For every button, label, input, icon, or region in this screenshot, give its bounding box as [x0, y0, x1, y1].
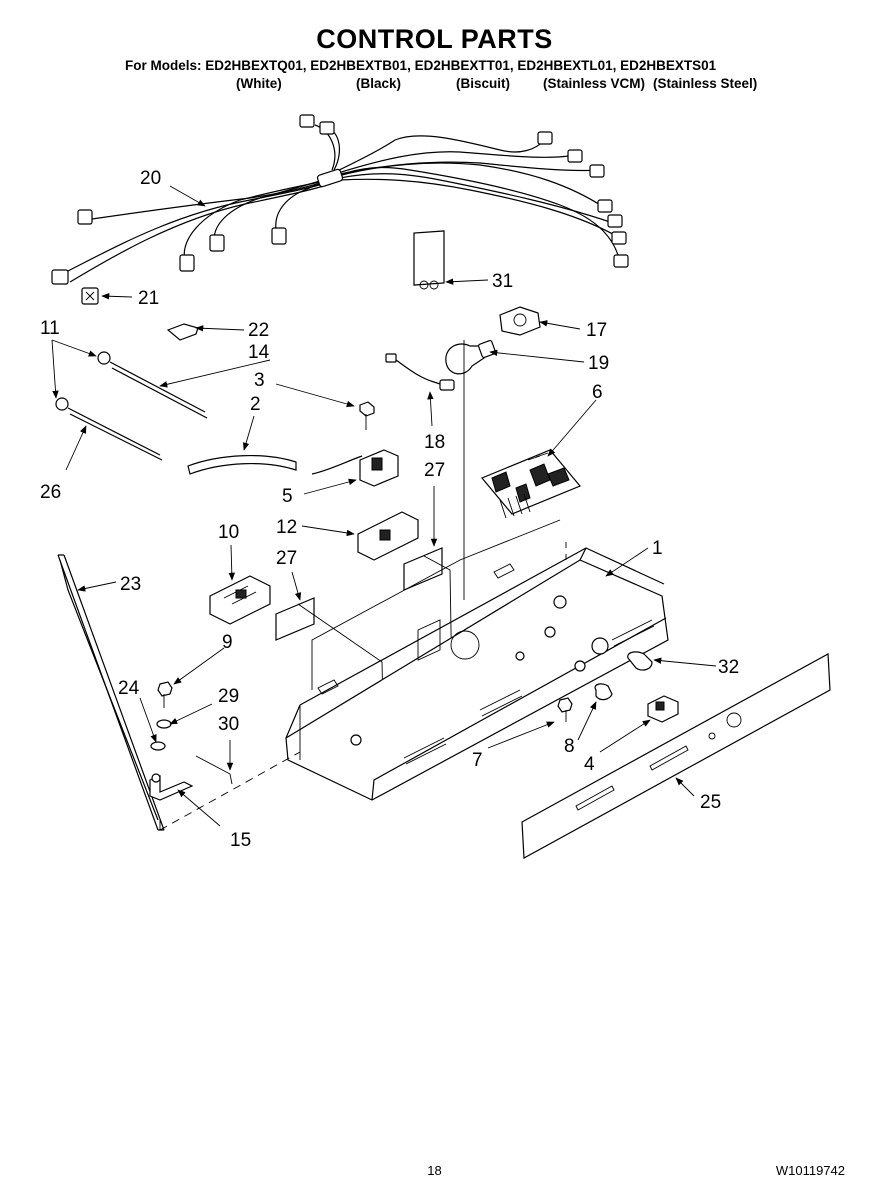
color-stainless-steel: (Stainless Steel)	[653, 76, 758, 91]
color-black: (Black)	[356, 76, 402, 91]
callout-4: 4	[584, 754, 595, 775]
rod-part-23	[57, 554, 165, 831]
callout-12: 12	[276, 517, 297, 538]
control-board-part-6	[481, 449, 581, 519]
tube-part-2	[187, 455, 297, 475]
callout-8: 8	[564, 736, 575, 757]
callout-9: 9	[222, 632, 233, 653]
assembly-guide-line	[159, 751, 301, 831]
callout-32: 32	[718, 657, 739, 678]
light-bulb-part-19	[445, 339, 497, 375]
color-white: (White)	[236, 76, 282, 91]
switch-part-4	[647, 695, 679, 723]
callout-22: 22	[248, 320, 269, 341]
callout-10: 10	[218, 522, 239, 543]
rods-parts-11-14-26	[55, 351, 208, 461]
callout-25: 25	[700, 792, 721, 813]
callout-numbers: 20 21 22 31 17 19 18 6 3 2 11 14 26 27 5…	[40, 168, 739, 851]
clip-part-21	[81, 287, 99, 305]
callout-30: 30	[218, 714, 239, 735]
callout-arrows	[51, 185, 717, 827]
trim-part-25	[521, 653, 831, 859]
lamp-socket-part-17	[499, 306, 541, 336]
hinge-part-15	[149, 773, 194, 801]
screw-part-3	[359, 401, 375, 430]
callout-23: 23	[120, 574, 141, 595]
callout-3: 3	[254, 370, 265, 391]
clip-part-30	[195, 755, 233, 785]
screw-part-9	[157, 681, 173, 708]
callout-11: 11	[40, 318, 60, 339]
color-biscuit: (Biscuit)	[456, 76, 510, 91]
callout-26: 26	[40, 482, 61, 503]
callout-18: 18	[424, 432, 445, 453]
washer-parts-24-29	[150, 719, 172, 751]
wiring-harness-part-20	[51, 114, 629, 285]
label-part-27	[275, 547, 453, 761]
callout-29: 29	[218, 686, 239, 707]
callout-19: 19	[588, 353, 609, 374]
callout-6: 6	[592, 382, 603, 403]
screw-part-7	[557, 697, 573, 722]
callout-14: 14	[248, 342, 270, 363]
callout-24: 24	[118, 678, 140, 699]
callout-17: 17	[586, 320, 607, 341]
callout-5: 5	[282, 486, 293, 507]
bracket-part-10	[209, 575, 271, 625]
callout-1: 1	[652, 538, 663, 559]
callout-7: 7	[472, 750, 483, 771]
page-title: CONTROL PARTS	[316, 24, 553, 54]
callout-21: 21	[138, 288, 159, 309]
document-number: W10119742	[775, 1163, 845, 1178]
control-housing-part-1	[285, 519, 669, 801]
switch-part-5	[311, 449, 399, 487]
callout-15: 15	[230, 830, 251, 851]
color-stainless-vcm: (Stainless VCM)	[543, 76, 646, 91]
model-list: For Models: ED2HBEXTQ01, ED2HBEXTB01, ED…	[125, 58, 717, 73]
callout-27-upper: 27	[424, 460, 445, 481]
callout-2: 2	[250, 394, 261, 415]
page-number: 18	[427, 1163, 442, 1178]
bracket-part-12	[357, 511, 419, 561]
callout-31: 31	[492, 271, 513, 292]
callout-20: 20	[140, 168, 161, 189]
gasket-part-31	[413, 230, 445, 290]
button-part-32	[627, 651, 653, 671]
button-part-8	[594, 683, 613, 701]
clip-part-22	[166, 323, 199, 341]
callout-27-lower: 27	[276, 548, 297, 569]
wire-lead-part-18	[385, 353, 455, 391]
